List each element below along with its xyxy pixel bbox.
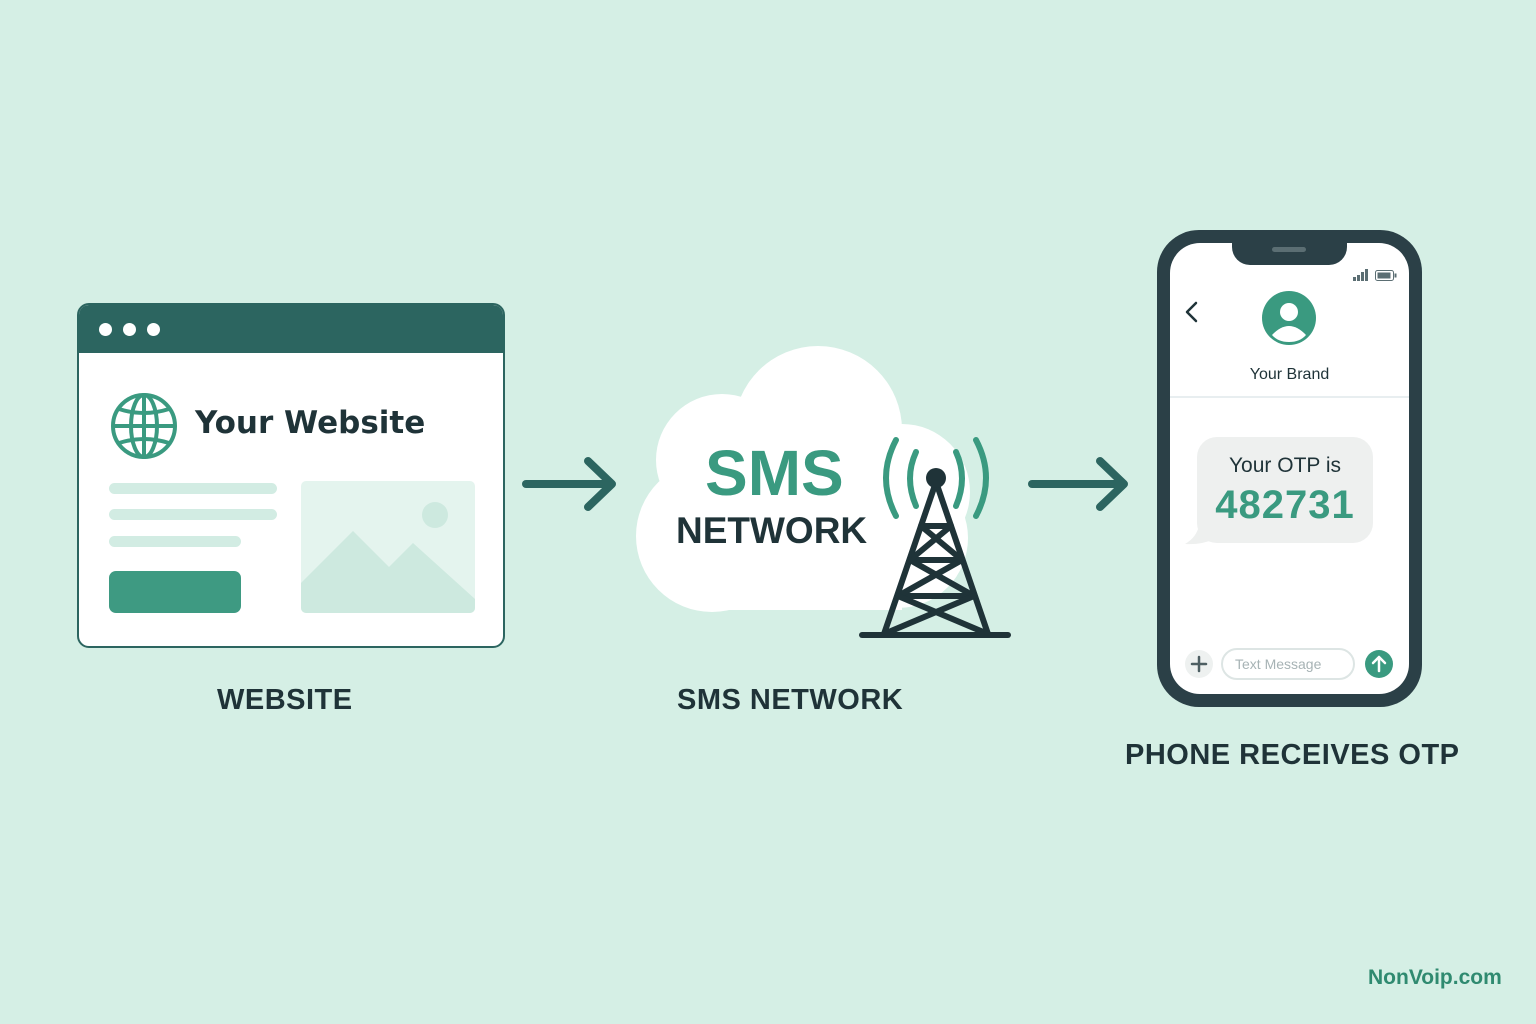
flow-arrow-icon xyxy=(522,457,616,511)
sms-network-label: SMS NETWORK xyxy=(677,684,904,716)
browser-window: Your Website xyxy=(77,303,505,648)
cloud-title: SMS xyxy=(705,437,844,509)
battery-icon xyxy=(1375,270,1397,281)
phone-receives-otp-label: PHONE RECEIVES OTP xyxy=(1125,739,1460,771)
phone-screen: Your Brand Your OTP is 482731 Text Messa… xyxy=(1170,243,1409,694)
footer-brand: NonVoip.com xyxy=(1368,966,1502,989)
otp-message-text: Your OTP is xyxy=(1228,454,1342,477)
window-dot xyxy=(147,323,160,336)
phone-device: Your Brand Your OTP is 482731 Text Messa… xyxy=(1157,230,1422,707)
text-placeholder-line xyxy=(109,536,241,547)
flow-arrow-icon xyxy=(1028,457,1128,511)
signal-icon xyxy=(1353,269,1368,281)
send-arrow-icon xyxy=(1371,655,1387,673)
text-placeholder-line xyxy=(109,509,277,520)
image-icon xyxy=(301,481,475,613)
website-label: WEBSITE xyxy=(217,684,353,716)
globe-icon xyxy=(111,393,177,459)
back-chevron-icon[interactable] xyxy=(1184,301,1200,323)
text-message-input[interactable]: Text Message xyxy=(1221,648,1355,680)
phone-speaker xyxy=(1272,247,1306,252)
browser-title-bar xyxy=(79,305,503,353)
avatar-icon xyxy=(1262,291,1316,345)
website-title: Your Website xyxy=(195,405,426,441)
cell-tower-icon xyxy=(859,437,1011,638)
phone-notch xyxy=(1232,243,1347,265)
otp-code: 482731 xyxy=(1215,483,1355,527)
cta-button[interactable] xyxy=(109,571,241,613)
header-divider xyxy=(1170,396,1409,398)
window-dot xyxy=(99,323,112,336)
plus-icon xyxy=(1190,655,1208,673)
window-dot xyxy=(123,323,136,336)
text-placeholder-line xyxy=(109,483,277,494)
cloud-subtitle: NETWORK xyxy=(676,510,868,551)
plus-button[interactable] xyxy=(1185,650,1213,678)
send-button[interactable] xyxy=(1365,650,1393,678)
otp-message-bubble: Your OTP is 482731 xyxy=(1197,437,1373,543)
contact-name: Your Brand xyxy=(1249,366,1330,383)
